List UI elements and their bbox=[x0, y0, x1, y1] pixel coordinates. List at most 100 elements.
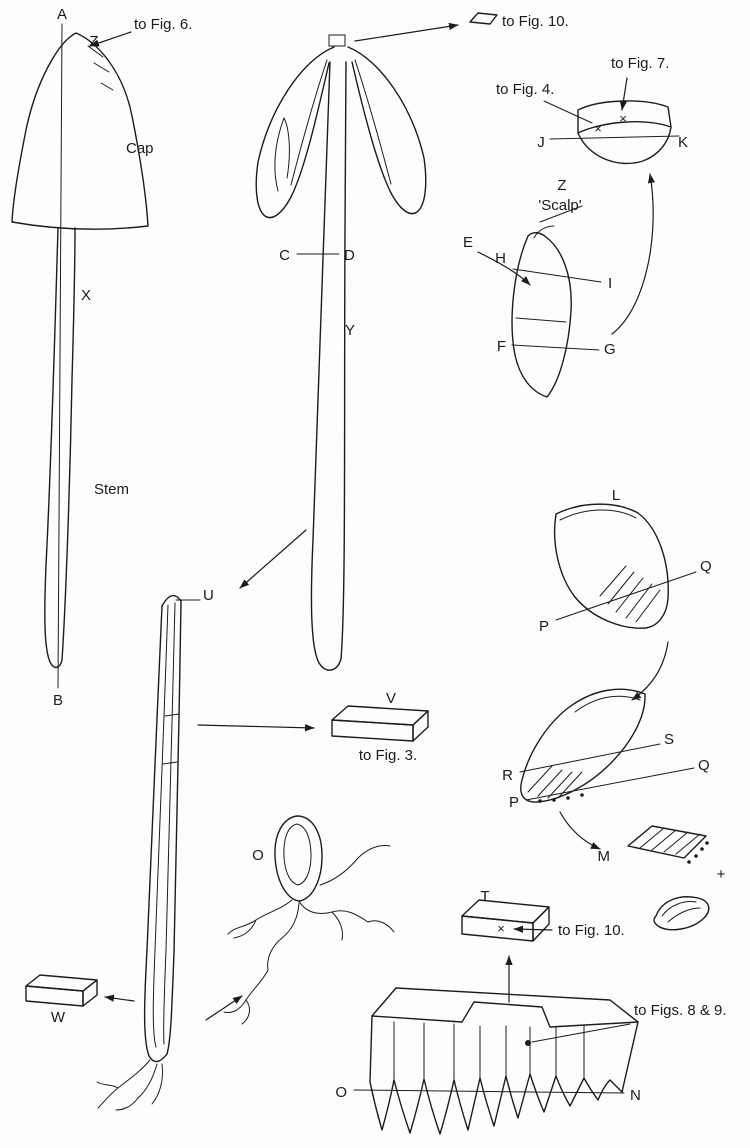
jk-section-line bbox=[549, 135, 680, 140]
ref-to-fig10-top: to Fig. 10. bbox=[502, 13, 569, 30]
label-z-left: Z bbox=[89, 33, 98, 50]
label-u: U bbox=[203, 587, 214, 604]
label-e: E bbox=[463, 234, 473, 251]
arrow-to-u-piece bbox=[239, 529, 307, 589]
label-v: V bbox=[386, 690, 396, 707]
scalp-top-tail bbox=[533, 225, 555, 239]
rs-section-line bbox=[519, 743, 661, 773]
label-b: B bbox=[53, 692, 63, 709]
label-stem: Stem bbox=[94, 481, 129, 498]
label-y: Y bbox=[345, 322, 355, 339]
gill-wedge-lower bbox=[519, 688, 695, 850]
split-stem-outline bbox=[310, 61, 347, 671]
label-f: F bbox=[497, 338, 506, 355]
ref-to-fig6: to Fig. 6. bbox=[134, 16, 192, 33]
arrow-to-fig6 bbox=[89, 31, 132, 47]
label-z-right: Z bbox=[557, 177, 566, 194]
label-t: T bbox=[480, 888, 489, 905]
slab-m-striations bbox=[639, 827, 701, 855]
label-i: I bbox=[608, 275, 612, 292]
ref-to-fig7: to Fig. 7. bbox=[611, 55, 669, 72]
label-p-upper: P bbox=[539, 618, 549, 635]
label-q-upper: Q bbox=[700, 558, 712, 575]
label-k: K bbox=[678, 134, 688, 151]
cap-tick-marks bbox=[87, 45, 114, 91]
line-to-figs8-9 bbox=[531, 1023, 631, 1043]
line-to-fig4 bbox=[543, 100, 593, 124]
arrow-e-to-scalp bbox=[477, 251, 531, 286]
cross-mark-slice-1: × bbox=[594, 121, 602, 136]
label-o-button: O bbox=[252, 847, 264, 864]
label-m: M bbox=[598, 848, 611, 865]
label-a: A bbox=[57, 6, 67, 23]
stem-sample-box-v bbox=[331, 705, 429, 742]
label-h: H bbox=[495, 250, 506, 267]
scalp-mid-line bbox=[515, 317, 567, 323]
fg-section-line bbox=[511, 344, 600, 351]
right-peeled-cap-flap bbox=[347, 46, 427, 215]
label-x: X bbox=[81, 287, 91, 304]
cap-outline bbox=[11, 32, 149, 230]
scalp-pointer-stroke bbox=[539, 205, 583, 223]
label-p-lower: P bbox=[509, 794, 519, 811]
fig10-sample-piece bbox=[469, 12, 498, 25]
left-peeled-cap-flap bbox=[255, 46, 335, 219]
gill-teeth bbox=[369, 1073, 623, 1135]
figs8-9-target-dot bbox=[525, 1040, 531, 1046]
label-q-lower: Q bbox=[698, 757, 710, 774]
axis-line-ab bbox=[57, 23, 63, 689]
arrow-scalp-to-slice bbox=[611, 173, 656, 335]
button-mushroom bbox=[274, 815, 323, 902]
arrow-apex-to-fig10 bbox=[354, 22, 459, 42]
arrow-to-fig7 bbox=[619, 77, 628, 111]
label-l: L bbox=[612, 487, 620, 504]
labels: A to Fig. 6. Z Cap X Stem B to Fig. 10. … bbox=[51, 6, 727, 1104]
gill-wedge-upper bbox=[553, 503, 697, 701]
ref-to-fig10-bottom: to Fig. 10. bbox=[558, 922, 625, 939]
split-stem-bulb bbox=[148, 1053, 168, 1063]
gill-block bbox=[353, 987, 639, 1135]
gill-sample-box-t bbox=[461, 899, 553, 1003]
right-flap-fold-line bbox=[354, 59, 392, 185]
label-scalp: 'Scalp' bbox=[538, 197, 581, 214]
gill-fragment bbox=[653, 896, 710, 931]
apex-sample-square bbox=[328, 34, 346, 47]
arrow-wedge-to-m bbox=[559, 811, 601, 850]
left-flap-inner-leaf bbox=[274, 117, 290, 192]
gill-striations-upper bbox=[599, 565, 661, 623]
split-stem-piece bbox=[96, 594, 315, 1111]
split-mushroom bbox=[239, 12, 531, 671]
pq-upper-section-line bbox=[555, 571, 697, 621]
mycelium-threads bbox=[205, 845, 395, 1025]
gill-striations-lower bbox=[527, 765, 583, 799]
pq-lower-section-line bbox=[525, 767, 695, 801]
label-g: G bbox=[604, 341, 616, 358]
label-j: J bbox=[537, 134, 545, 151]
split-stem-top-cap bbox=[161, 594, 182, 607]
slab-m-teeth bbox=[687, 841, 709, 864]
ref-to-fig3: to Fig. 3. bbox=[359, 747, 417, 764]
arrow-u-to-v bbox=[197, 724, 315, 732]
stem-base-box-w bbox=[25, 974, 98, 1007]
gill-slab-m bbox=[627, 825, 709, 864]
ref-to-figs8-9: to Figs. 8 & 9. bbox=[634, 1002, 727, 1019]
cap-slice-piece bbox=[543, 77, 680, 165]
stem-outline bbox=[44, 227, 76, 669]
on-section-line bbox=[353, 1089, 625, 1094]
ref-to-fig4: to Fig. 4. bbox=[496, 81, 554, 98]
label-d: D bbox=[344, 247, 355, 264]
label-cap: Cap bbox=[126, 140, 154, 157]
plus-mark: + bbox=[717, 866, 726, 883]
arrow-wedge-to-wedge bbox=[631, 641, 669, 701]
label-s: S bbox=[664, 731, 674, 748]
arrow-fig10-to-t bbox=[513, 925, 553, 933]
cross-mark-slice-2: × bbox=[619, 111, 627, 126]
cut-mark-upper bbox=[164, 713, 180, 717]
label-o-base: O bbox=[335, 1084, 347, 1101]
gill-face-lines bbox=[393, 1021, 585, 1080]
left-flap-fold-line bbox=[290, 59, 328, 186]
label-c: C bbox=[279, 247, 290, 264]
cut-mark-lower bbox=[162, 761, 178, 765]
